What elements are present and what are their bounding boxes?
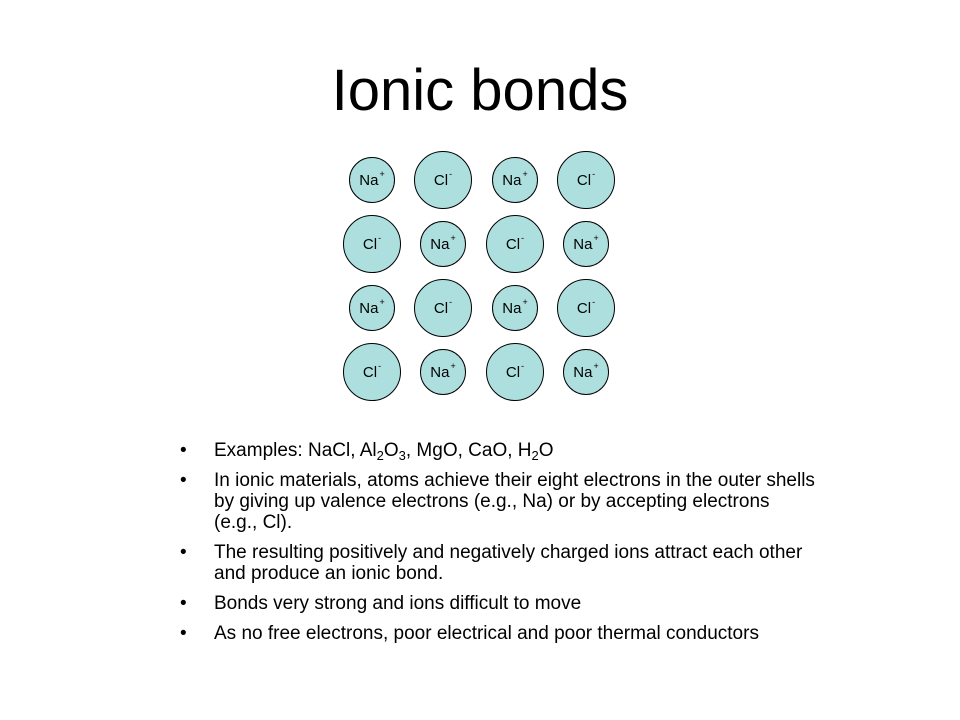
ion-symbol: Cl (433, 299, 449, 317)
bullet-dot-icon: • (180, 593, 187, 614)
sodium-ion: Na+ (349, 157, 395, 203)
ion-symbol: Na (573, 363, 593, 381)
bullet-text: Bonds very strong and ions difficult to … (214, 593, 582, 614)
ion-charge: + (450, 361, 456, 371)
ion-charge: - (592, 297, 596, 307)
ion-symbol: Cl (576, 171, 592, 189)
chloride-ion: Cl- (414, 279, 472, 337)
bullet-text: Examples: NaCl, Al (214, 440, 377, 461)
sodium-ion: Na+ (563, 349, 609, 395)
sodium-ion: Na+ (492, 157, 538, 203)
ion-charge: - (592, 169, 596, 179)
sodium-ion: Na+ (420, 221, 466, 267)
sodium-ion: Na+ (420, 349, 466, 395)
ion-symbol: Na (359, 299, 379, 317)
bullet-text: , MgO, CaO, H (405, 440, 532, 461)
ion-charge: + (593, 361, 599, 371)
bullet-text: As no free electrons, poor electrical an… (214, 623, 759, 644)
bullet-item: • Bonds very strong and ions difficult to… (176, 593, 816, 614)
bullet-text: The resulting positively and negatively … (214, 542, 803, 584)
ion-symbol: Na (502, 171, 522, 189)
bullet-text: In ionic materials, atoms achieve their … (214, 470, 815, 533)
bullet-item: • The resulting positively and negatively… (176, 542, 816, 584)
bullet-text: O (383, 440, 399, 461)
ion-charge: - (449, 169, 453, 179)
ion-charge: - (449, 297, 453, 307)
ion-symbol: Na (430, 363, 450, 381)
ion-charge: - (378, 233, 382, 243)
chloride-ion: Cl- (557, 279, 615, 337)
ion-charge: + (593, 233, 599, 243)
chloride-ion: Cl- (343, 215, 401, 273)
ion-symbol: Na (502, 299, 522, 317)
ion-symbol: Na (359, 171, 379, 189)
bullet-dot-icon: • (180, 440, 187, 461)
bullet-dot-icon: • (180, 470, 187, 491)
bullet-item: • As no free electrons, poor electrical a… (176, 623, 816, 644)
ion-symbol: Cl (433, 171, 449, 189)
ion-symbol: Cl (576, 299, 592, 317)
subscript: 2 (531, 448, 539, 463)
bullet-dot-icon: • (180, 623, 187, 644)
sodium-ion: Na+ (563, 221, 609, 267)
bullet-item: •Examples: NaCl, Al2O3, MgO, CaO, H2O (176, 440, 816, 463)
ion-charge: - (378, 361, 382, 371)
chloride-ion: Cl- (343, 343, 401, 401)
bullet-item: • In ionic materials, atoms achieve their… (176, 470, 816, 533)
slide-title: Ionic bonds (331, 58, 629, 123)
ionic-lattice-diagram: Na+Cl-Na+Cl-Cl-Na+Cl-Na+Na+Cl-Na+Cl-Cl-N… (340, 148, 630, 401)
subscript: 2 (376, 448, 384, 463)
bullet-dot-icon: • (180, 542, 187, 563)
chloride-ion: Cl- (414, 151, 472, 209)
bullet-list: •Examples: NaCl, Al2O3, MgO, CaO, H2O•In… (176, 440, 816, 653)
ion-symbol: Cl (362, 235, 378, 253)
ion-charge: - (521, 361, 525, 371)
ion-charge: + (522, 169, 528, 179)
chloride-ion: Cl- (557, 151, 615, 209)
subscript: 3 (398, 448, 406, 463)
ion-charge: + (379, 297, 385, 307)
ion-charge: + (379, 169, 385, 179)
ion-symbol: Na (573, 235, 593, 253)
ion-symbol: Cl (505, 363, 521, 381)
chloride-ion: Cl- (486, 215, 544, 273)
sodium-ion: Na+ (492, 285, 538, 331)
ion-symbol: Na (430, 235, 450, 253)
ion-charge: + (522, 297, 528, 307)
bullet-text: O (538, 440, 554, 461)
ion-symbol: Cl (505, 235, 521, 253)
ion-charge: + (450, 233, 456, 243)
chloride-ion: Cl- (486, 343, 544, 401)
ion-charge: - (521, 233, 525, 243)
sodium-ion: Na+ (349, 285, 395, 331)
ion-symbol: Cl (362, 363, 378, 381)
